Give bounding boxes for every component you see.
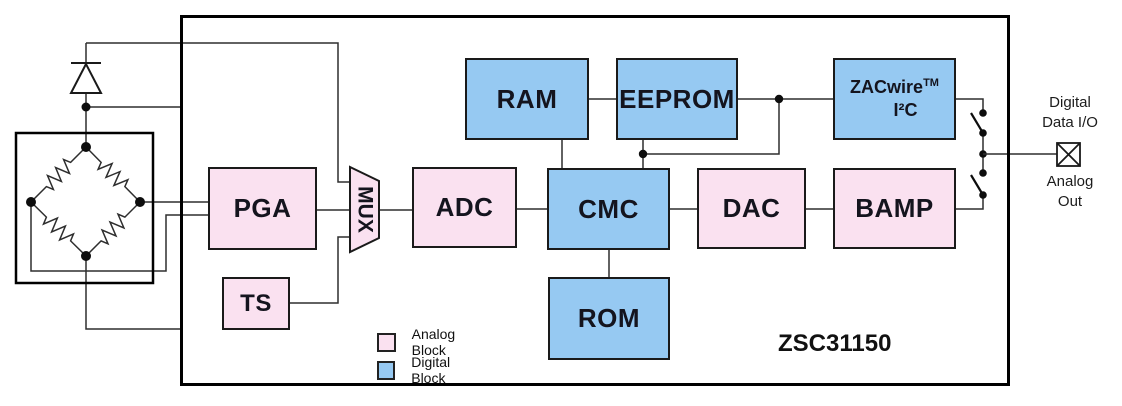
legend-analog: Analog Block bbox=[377, 326, 464, 358]
ram-label: RAM bbox=[496, 83, 558, 114]
pga-label: PGA bbox=[233, 193, 292, 223]
block-eeprom: EEPROM bbox=[616, 58, 738, 140]
block-cmc: CMC bbox=[547, 168, 670, 250]
trademark-symbol: TM bbox=[923, 76, 939, 89]
wheatstone-bridge-icon bbox=[14, 102, 155, 285]
mux-label: MUX bbox=[354, 186, 377, 233]
legend-digital: Digital Block bbox=[377, 354, 459, 386]
legend-analog-label: Analog Block bbox=[411, 326, 456, 358]
chip-name-label: ZSC31150 bbox=[778, 330, 892, 357]
diode-icon bbox=[69, 61, 103, 94]
analog-out-label: Analog Out bbox=[1046, 173, 1094, 210]
adc-label: ADC bbox=[435, 192, 494, 222]
block-pga: PGA bbox=[208, 167, 317, 250]
eeprom-label: EEPROM bbox=[619, 83, 735, 114]
ts-label: TS bbox=[240, 289, 272, 317]
block-ts: TS bbox=[222, 277, 290, 330]
cmc-label: CMC bbox=[578, 193, 639, 224]
block-mux: MUX bbox=[345, 178, 386, 242]
digital-swatch bbox=[377, 360, 396, 380]
block-ram: RAM bbox=[465, 58, 589, 140]
zacwire-label: ZACwireTM bbox=[850, 76, 939, 97]
legend-digital-label: Digital Block bbox=[411, 354, 451, 386]
mux-shape bbox=[349, 165, 380, 254]
block-rom: ROM bbox=[548, 277, 670, 360]
i2c-label: I²C bbox=[893, 100, 918, 120]
output-select-switches bbox=[956, 98, 1057, 210]
dac-label: DAC bbox=[722, 193, 781, 223]
rom-label: ROM bbox=[577, 303, 641, 333]
bamp-label: BAMP bbox=[855, 193, 934, 223]
analog-swatch bbox=[377, 332, 396, 352]
internal-wires bbox=[290, 94, 833, 304]
io-pad-icon bbox=[1056, 142, 1081, 167]
block-adc: ADC bbox=[412, 167, 517, 248]
block-dac: DAC bbox=[697, 168, 806, 249]
chip-boundary bbox=[180, 15, 1010, 386]
digital-io-label: Digital Data I/O bbox=[1042, 94, 1098, 131]
block-zacwire: ZACwireTM I²C bbox=[833, 58, 956, 140]
block-bamp: BAMP bbox=[833, 168, 956, 249]
